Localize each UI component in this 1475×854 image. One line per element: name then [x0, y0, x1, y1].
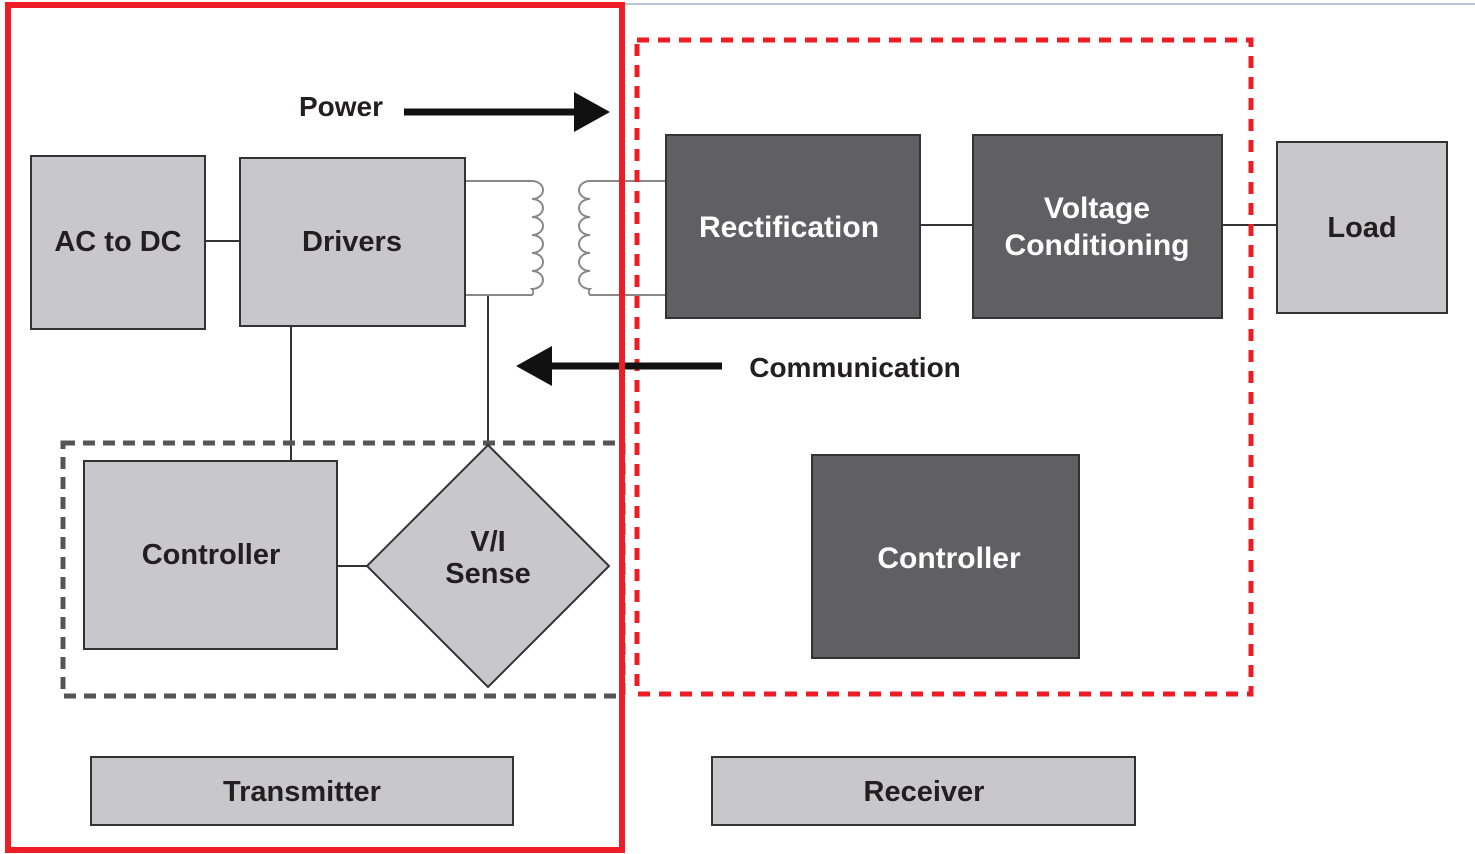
communication-arrow	[516, 346, 722, 386]
coupling-coils	[465, 180, 666, 296]
receiver-caption: Receiver	[864, 776, 985, 808]
power-label: Power	[299, 91, 383, 122]
transmitter-caption-box	[90, 756, 514, 826]
primary-coil	[465, 180, 544, 296]
vi-sense-block	[365, 443, 611, 689]
drivers-label: Drivers	[302, 226, 402, 258]
communication-label: Communication	[749, 352, 961, 383]
ac-to-dc-label: AC to DC	[54, 226, 181, 258]
load-label: Load	[1327, 212, 1396, 244]
rectification-label: Rectification	[699, 211, 879, 244]
secondary-coil	[578, 180, 666, 296]
vi-sense-label-line2: Sense	[445, 558, 530, 590]
drivers-block	[239, 157, 466, 327]
load-block	[1276, 141, 1448, 314]
power-arrow	[404, 92, 610, 132]
transmitter-controller-block	[83, 460, 338, 650]
connection-lines	[205, 224, 1277, 567]
receiver-controller-label: Controller	[877, 542, 1021, 575]
transmitter-highlight-frame	[5, 2, 625, 853]
voltage-conditioning-block	[972, 134, 1223, 319]
rectification-block	[665, 134, 921, 319]
transmitter-caption: Transmitter	[223, 776, 381, 808]
ac-to-dc-block	[30, 155, 206, 330]
receiver-caption-box	[711, 756, 1136, 826]
transmitter-controller-label: Controller	[142, 539, 281, 571]
receiver-controller-block	[811, 454, 1080, 659]
voltage-conditioning-label-line1: Voltage	[1044, 192, 1150, 225]
vi-sense-label-line1: V/I	[470, 526, 505, 558]
voltage-conditioning-label-line2: Conditioning	[1005, 229, 1190, 262]
